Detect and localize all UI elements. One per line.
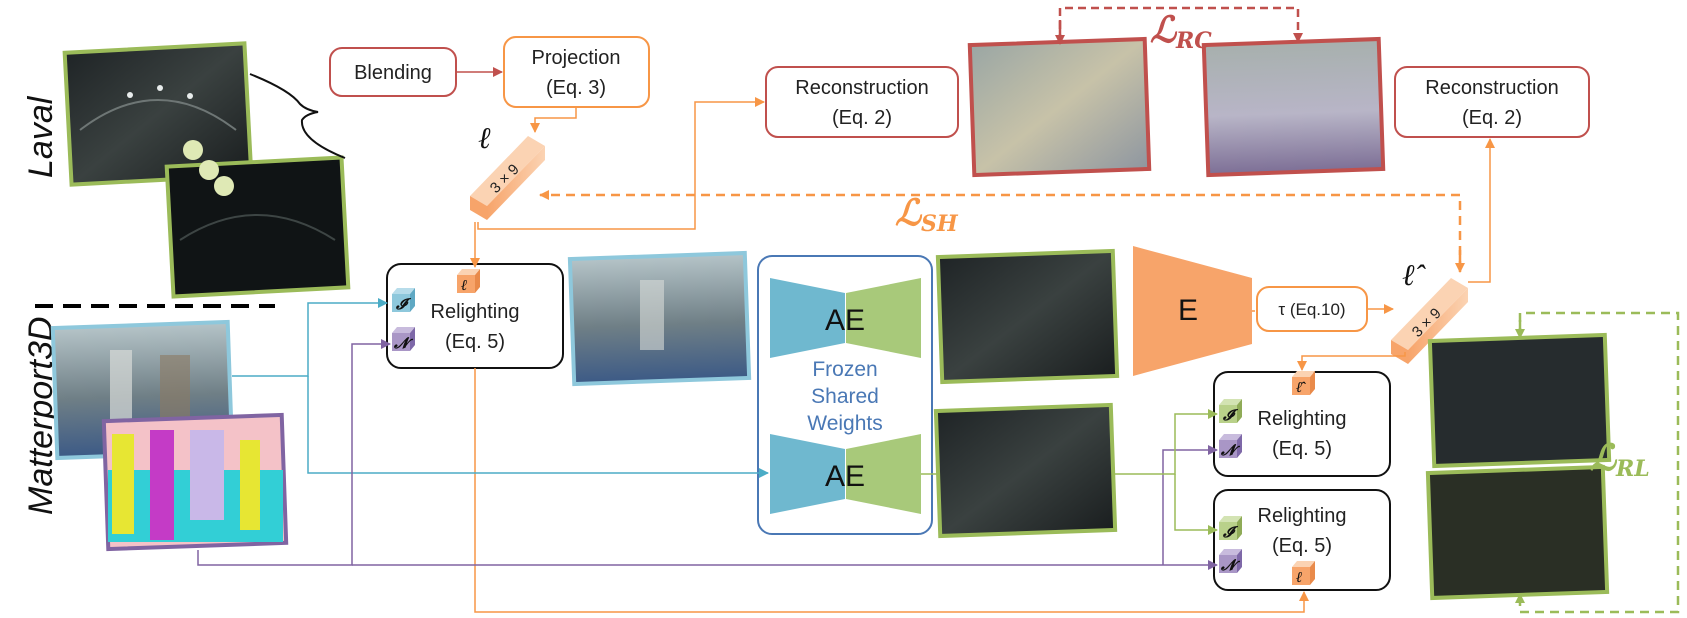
laval-label: Laval	[22, 95, 60, 178]
cube-l-a-label: ℓ	[461, 276, 467, 294]
cube-l-c-label: ℓ	[1296, 568, 1302, 586]
tau-box: τ (Eq.10)	[1256, 286, 1368, 332]
arrow-pred-relight-b	[1297, 352, 1406, 371]
relighting-box-a: Relighting (Eq. 5)	[386, 263, 564, 369]
loss-sh-label: ℒSH	[895, 192, 959, 237]
sh-gt-symbol: ℓ	[478, 121, 491, 156]
relighting-a-label: Relighting	[431, 301, 520, 323]
autoencoder-bottom: AE	[770, 434, 921, 514]
reconstruction-right-box: Reconstruction (Eq. 2)	[1394, 66, 1590, 138]
projection-label: Projection	[532, 47, 621, 69]
reconstruction-left-eq: (Eq. 2)	[832, 107, 892, 129]
cube-lhat-b: ℓ̂	[1292, 371, 1315, 396]
arrow-rgb-ae	[307, 376, 769, 478]
sh-pred-symbol: ℓ̂	[1402, 258, 1426, 293]
frozen-label-2: Shared	[811, 385, 879, 408]
light-blobs	[183, 140, 234, 196]
loss-sh-line	[539, 190, 1462, 270]
laval-panorama-bottom	[164, 155, 351, 299]
ae-output-image-bottom	[933, 402, 1118, 539]
brace	[249, 73, 346, 159]
frozen-label-3: Weights	[807, 412, 882, 435]
projection-eq: (Eq. 3)	[546, 77, 606, 99]
loss-rl-bracket	[1515, 311, 1680, 614]
reconstruction-image-left	[967, 36, 1152, 178]
relighting-b-eq: (Eq. 5)	[1272, 438, 1332, 460]
cube-i-c: 𝓘	[1219, 516, 1242, 541]
cube-n-a: 𝓝	[392, 327, 415, 352]
relit-output-top	[1427, 332, 1612, 469]
relighting-a-eq: (Eq. 5)	[445, 331, 505, 353]
relit-output-bottom	[1425, 464, 1610, 601]
cube-n-c: 𝓝	[1219, 549, 1242, 574]
matterport-normal-image	[101, 412, 289, 552]
relighting-b-label: Relighting	[1258, 408, 1347, 430]
reconstruction-image-right	[1201, 36, 1386, 178]
projection-box: Projection (Eq. 3)	[503, 36, 650, 108]
cube-i-b: 𝓘	[1219, 399, 1242, 424]
reconstruction-right-eq: (Eq. 2)	[1462, 107, 1522, 129]
relighting-box-c: Relighting (Eq. 5)	[1213, 489, 1391, 591]
reconstruction-right-label: Reconstruction	[1425, 77, 1558, 99]
encoder-e: E	[1133, 246, 1252, 376]
loss-rc-label: ℒRC	[1150, 9, 1212, 54]
ae-bottom-label: AE	[825, 460, 865, 493]
relit-image-1	[567, 250, 752, 387]
arrow-pred-recon-right	[1468, 138, 1495, 283]
reconstruction-left-label: Reconstruction	[795, 77, 928, 99]
arrow-sh-relight-c	[474, 368, 1309, 613]
loss-rl-label: ℒRL	[1590, 437, 1650, 482]
arrow-image-relight-c	[1174, 474, 1218, 535]
cube-l-c: ℓ	[1292, 561, 1315, 586]
relighting-c-label: Relighting	[1258, 505, 1347, 527]
arrow-normal-relight-b	[1162, 445, 1218, 565]
autoencoder-top: AE	[770, 278, 921, 358]
tau-label: τ (Eq.10)	[1278, 300, 1345, 319]
cube-l-a: ℓ	[457, 269, 480, 294]
cube-n-b: 𝓝	[1219, 434, 1242, 459]
arrow-sh-recon-left	[477, 97, 765, 230]
blending-box: Blending	[329, 47, 457, 97]
encoder-label: E	[1178, 294, 1198, 327]
arrow-image-relight-b	[1113, 409, 1218, 475]
cube-i-a: 𝓘	[392, 288, 415, 313]
laval-panorama-top	[62, 41, 254, 187]
ae-output-image-top	[935, 248, 1120, 385]
frozen-container	[757, 255, 933, 535]
relighting-c-eq: (Eq. 5)	[1272, 535, 1332, 557]
relighting-box-b: Relighting (Eq. 5)	[1213, 371, 1391, 477]
arrow-projection-sh	[530, 107, 577, 133]
blending-label: Blending	[354, 62, 432, 84]
ae-top-label: AE	[825, 304, 865, 337]
arrow-rgb-relight-a	[232, 298, 388, 377]
cube-lhat-b-label: ℓ̂	[1296, 378, 1306, 396]
reconstruction-left-box: Reconstruction (Eq. 2)	[765, 66, 959, 138]
frozen-label-1: Frozen	[812, 358, 877, 381]
